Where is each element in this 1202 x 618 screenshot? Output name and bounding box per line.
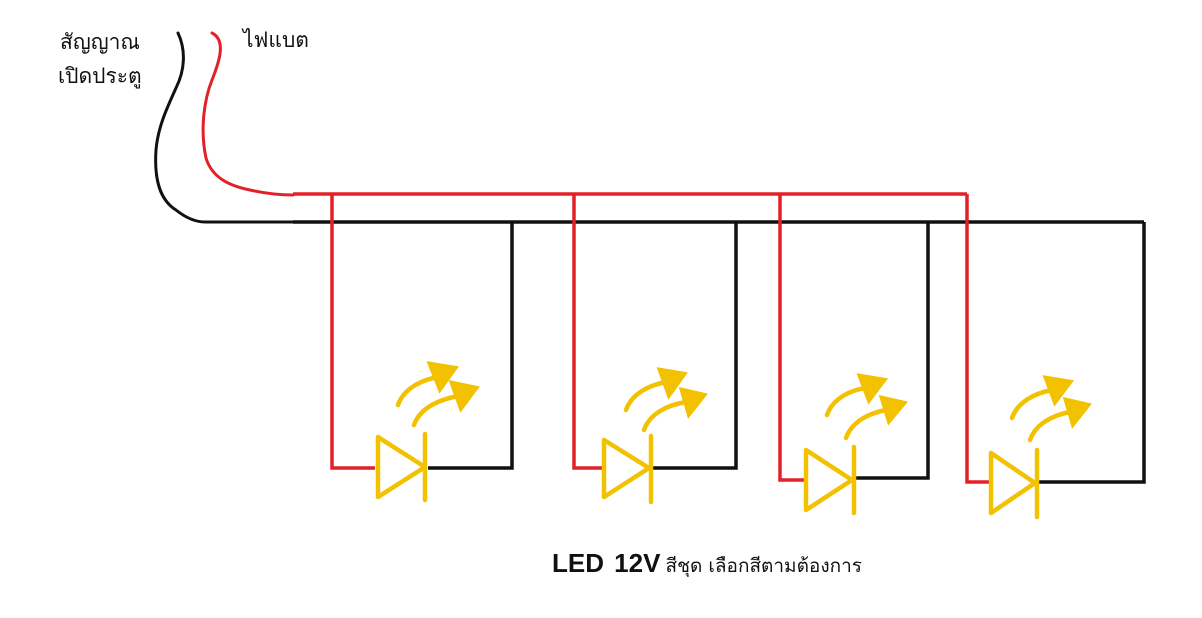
- led-branch-3: [778, 194, 930, 516]
- battery-label: ไฟแบต: [243, 28, 309, 52]
- led-branch-1: [330, 194, 514, 503]
- led-symbol-icon: [601, 433, 654, 505]
- signal-label-line2: เปิดประตู: [58, 64, 142, 88]
- led-branch-2: [572, 194, 738, 505]
- branch-1-positive: [330, 194, 375, 470]
- branch-4-positive: [965, 194, 990, 484]
- battery-wire-lead: [201, 31, 295, 197]
- light-emission-arrows-icon: [395, 361, 480, 428]
- signal-label-line1: สัญญาณ: [60, 30, 140, 54]
- light-emission-arrows-icon: [824, 373, 909, 441]
- caption-led: LED: [552, 548, 604, 578]
- signal-wire-lead: [154, 31, 295, 224]
- caption-voltage: 12V: [614, 548, 661, 578]
- branch-4-negative: [1037, 222, 1146, 484]
- led-symbol-icon: [803, 444, 857, 516]
- branch-3-negative: [855, 222, 930, 480]
- led-branch-4: [965, 194, 1146, 520]
- branch-1-negative: [428, 222, 514, 470]
- light-emission-arrows-icon: [623, 367, 708, 433]
- caption-description: สีชุด เลือกสีตามต้องการ: [665, 555, 862, 577]
- branch-2-negative: [652, 222, 738, 470]
- caption: LED 12V สีชุด เลือกสีตามต้องการ: [552, 548, 862, 581]
- branch-2-positive: [572, 194, 602, 470]
- branch-3-positive: [778, 194, 806, 482]
- led-symbol-icon: [375, 431, 428, 503]
- light-emission-arrows-icon: [1009, 375, 1092, 443]
- led-symbol-icon: [988, 447, 1040, 520]
